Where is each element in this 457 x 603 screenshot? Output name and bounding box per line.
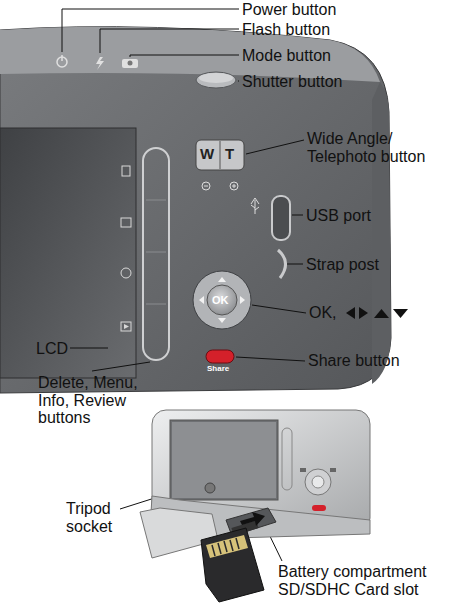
leader-line bbox=[252, 305, 306, 313]
camera-bottom-view bbox=[282, 428, 292, 490]
sd-card bbox=[218, 543, 221, 554]
camera-bottom-view bbox=[305, 469, 331, 495]
leader-line bbox=[70, 348, 108, 349]
insert-arrow bbox=[240, 512, 265, 526]
leader-line bbox=[238, 81, 239, 82]
top-buttons bbox=[128, 61, 133, 66]
camera-body bbox=[372, 82, 391, 384]
arrow-keys-symbol bbox=[359, 307, 368, 319]
camera-bottom-view bbox=[172, 422, 276, 498]
camera-body bbox=[0, 27, 391, 393]
usb-port bbox=[251, 196, 290, 240]
usb-port bbox=[251, 198, 259, 214]
camera-bottom-view bbox=[330, 468, 336, 472]
button-text: Share bbox=[207, 365, 229, 374]
lcd-screen bbox=[0, 128, 136, 378]
button-strip bbox=[121, 268, 131, 278]
sd-card bbox=[230, 540, 233, 551]
part-label: LCD bbox=[36, 340, 68, 358]
top-buttons bbox=[61, 55, 63, 61]
zoom-buttons bbox=[230, 182, 238, 190]
leader-line bbox=[62, 9, 306, 561]
zoom-buttons bbox=[202, 182, 210, 190]
leader-line bbox=[92, 362, 150, 371]
ok-pad bbox=[207, 285, 237, 315]
leader-line bbox=[246, 140, 304, 154]
ok-pad bbox=[193, 271, 251, 329]
top-buttons bbox=[199, 73, 233, 83]
button-strip bbox=[121, 148, 169, 360]
sd-card bbox=[224, 541, 227, 552]
zoom-buttons bbox=[204, 186, 208, 187]
camera-bottom-view bbox=[140, 410, 370, 558]
leader-line bbox=[287, 264, 303, 265]
button-text: T bbox=[225, 146, 234, 163]
part-label: Delete, Menu, Info, Review buttons bbox=[38, 374, 156, 427]
button-strip bbox=[124, 324, 129, 329]
part-label: Shutter button bbox=[242, 73, 343, 91]
zoom-buttons bbox=[220, 141, 221, 169]
arrow-keys-symbol bbox=[346, 307, 355, 319]
top-buttons bbox=[57, 55, 236, 88]
ok-pad bbox=[193, 271, 251, 329]
camera-bottom-view bbox=[170, 420, 278, 500]
part-label: OK, bbox=[309, 304, 337, 322]
button-strip bbox=[146, 252, 166, 253]
part-label: Power button bbox=[242, 1, 336, 19]
zoom-buttons bbox=[234, 184, 235, 188]
sd-card bbox=[201, 528, 264, 602]
ok-pad bbox=[199, 277, 245, 323]
sd-card bbox=[212, 545, 215, 556]
button-strip bbox=[143, 148, 169, 360]
button-text: OK bbox=[212, 294, 229, 306]
button-strip bbox=[121, 218, 131, 227]
usb-port bbox=[272, 196, 290, 240]
leader-line bbox=[62, 9, 239, 52]
part-label: Tripod socket bbox=[66, 500, 126, 535]
zoom-buttons bbox=[196, 140, 244, 170]
zoom-buttons bbox=[196, 140, 244, 190]
share-button bbox=[206, 350, 234, 363]
part-label: USB port bbox=[306, 207, 371, 225]
part-label: Flash button bbox=[242, 21, 330, 39]
camera-bottom-view bbox=[205, 483, 215, 493]
button-strip bbox=[121, 322, 131, 331]
button-strip bbox=[146, 200, 166, 201]
arrow-keys-symbol bbox=[346, 307, 408, 319]
sd-card bbox=[212, 538, 239, 556]
leader-line bbox=[130, 55, 239, 57]
leader-line bbox=[236, 357, 305, 361]
top-buttons bbox=[96, 57, 104, 70]
camera-bottom-view bbox=[312, 476, 324, 488]
sd-card bbox=[201, 528, 264, 602]
part-label: Wide Angle/ Telephoto button bbox=[307, 130, 453, 165]
top-buttons bbox=[122, 59, 138, 68]
arrow-keys-symbol bbox=[374, 309, 389, 318]
button-strip bbox=[122, 166, 130, 176]
leader-line bbox=[292, 215, 303, 216]
camera-bottom-view bbox=[300, 468, 306, 472]
leader-line bbox=[100, 29, 239, 53]
camera-bottom-view bbox=[312, 505, 326, 511]
top-buttons bbox=[196, 72, 236, 88]
button-text: W bbox=[200, 146, 214, 163]
button-strip bbox=[146, 304, 166, 305]
sd-card bbox=[206, 535, 248, 558]
sd-card bbox=[236, 538, 239, 549]
camera-body bbox=[0, 27, 391, 393]
part-label: Battery compartment SD/SDHC Card slot bbox=[278, 563, 450, 598]
part-label: Strap post bbox=[306, 256, 379, 274]
arrow-keys-symbol bbox=[393, 309, 408, 318]
part-label: Mode button bbox=[242, 47, 331, 65]
strap-post bbox=[278, 250, 286, 278]
part-label: Share button bbox=[308, 352, 400, 370]
